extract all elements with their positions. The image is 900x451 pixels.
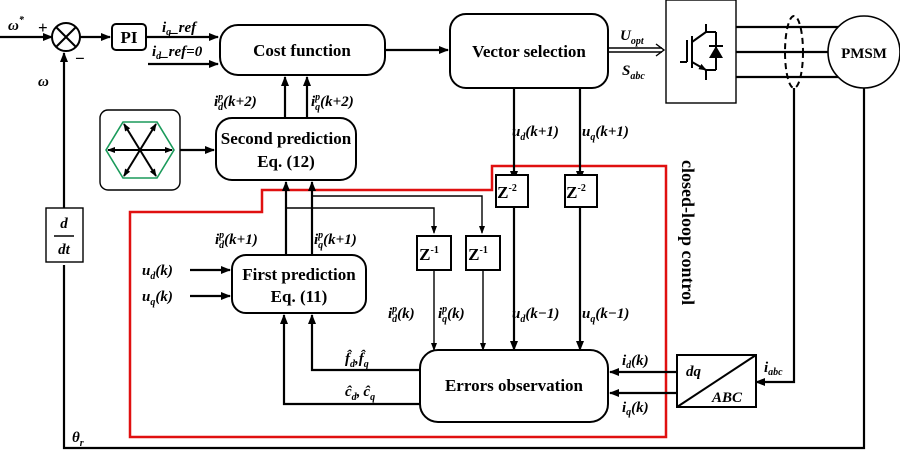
z1-label-q: Z-1 [468,245,488,264]
inverter-block [665,0,737,104]
z2-label-q: Z-2 [566,183,586,202]
f-hat-label: f̂d,f̂q [345,349,369,370]
current-sensor [784,15,804,89]
theta-label: θr [72,430,84,449]
second-prediction-label: Second prediction [221,129,352,148]
first-prediction-label: First prediction [242,265,356,284]
c-hat-label: ĉd,ĉq [345,384,375,403]
omega-label: ω [38,74,49,90]
idp-branch-line [286,207,437,234]
abc-label: ABC [711,390,743,406]
minus-sign: − [75,49,85,68]
first-prediction-eq: Eq. (11) [271,287,328,306]
errors-observation-block [419,349,609,423]
dq-label: dq [686,364,702,380]
closed-loop-boundary [128,164,668,439]
plus-sign: + [38,18,48,37]
i-abc-label: iabc [764,360,783,378]
vector-selection-block [449,13,609,89]
u-opt-label: Uopt [620,28,645,47]
theta-line [62,88,866,450]
id-k-label: id(k) [622,353,649,371]
id-ref-label: id_ref=0 [152,44,203,62]
pmsm-label: PMSM [841,46,887,62]
vector-selection-label: Vector selection [472,42,586,61]
z1-label-d: Z-1 [419,245,439,264]
z2-delay-block-d [495,174,529,208]
hexagon-vectors-icon [105,121,175,179]
ud-km1-label: ud(k−1) [512,306,559,325]
z2-delay-block-q [564,174,598,208]
uq-k-label: uq(k) [142,289,173,308]
cost-function-label: Cost function [253,41,351,60]
z1-delay-block-q [465,235,501,271]
z2-label-d: Z-2 [497,183,517,202]
uq-k1-label: uq(k+1) [582,124,629,143]
omega-ref-label: ω* [8,15,25,34]
second-prediction-eq: Eq. (12) [257,152,315,171]
iq-k-label: iq(k) [622,400,649,418]
ud-k1-label: ud(k+1) [512,124,559,143]
derivative-block [45,207,84,263]
derivative-denominator: dt [58,242,71,258]
ud-k-label: ud(k) [142,263,173,282]
derivative-numerator: d [60,216,68,232]
first-prediction-block [231,254,367,314]
c-hat-line [280,314,420,406]
pi-label: PI [121,28,138,47]
uq-km1-label: uq(k−1) [582,306,629,325]
f-hat-line [308,314,420,372]
i-abc-line [755,88,796,386]
errors-observation-label: Errors observation [445,376,584,395]
iq-ref-label: iq_ref [162,20,198,38]
iqp-branch-line [312,195,485,234]
summing-junction [51,22,81,52]
closed-loop-label: closed-loop control [678,160,698,305]
s-abc-label: Sabc [622,63,645,82]
